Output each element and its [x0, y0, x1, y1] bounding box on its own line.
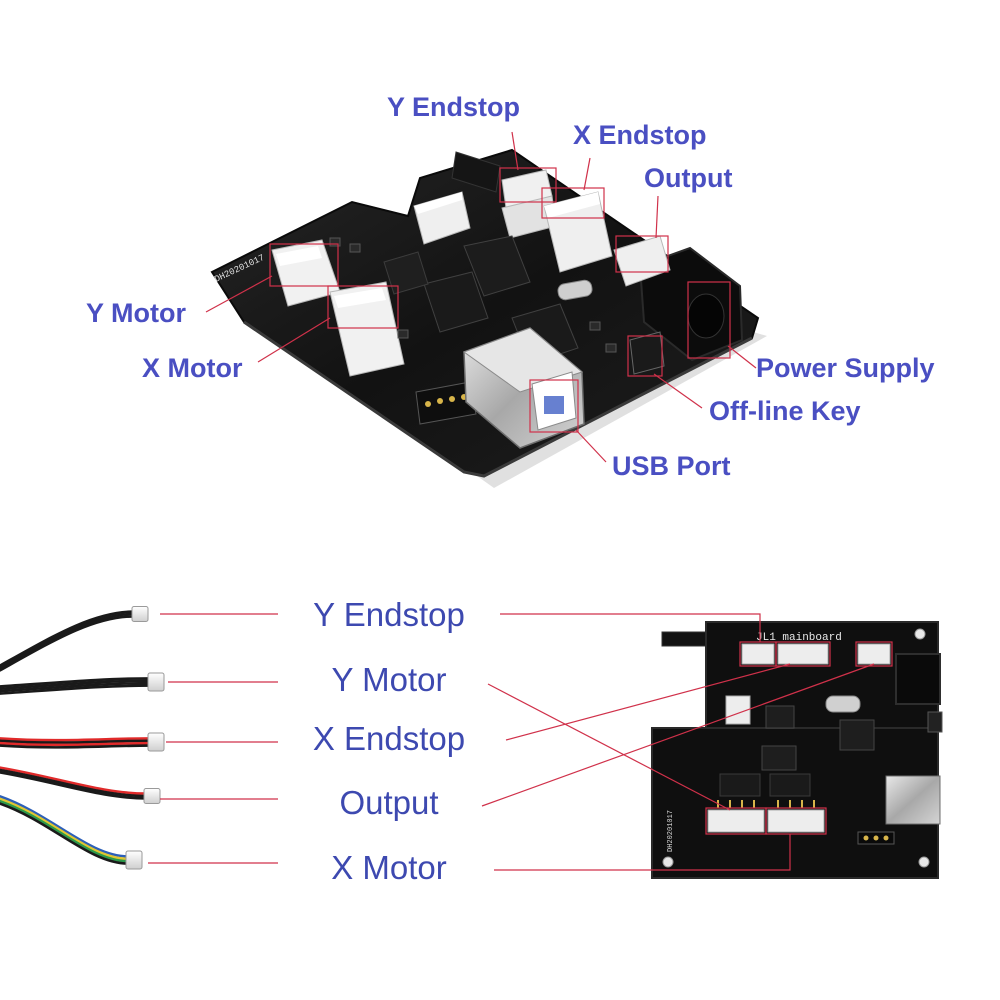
top-board: DH20201017: [210, 148, 767, 488]
highlight-power-supply: [687, 281, 731, 359]
bottom-label-x-motor: X Motor: [331, 849, 447, 886]
top-label-x-motor: X Motor: [142, 353, 243, 383]
cable-wire: [0, 766, 148, 795]
cable-wire: [0, 677, 152, 688]
top-label-output: Output: [644, 163, 733, 193]
top-connector-x-motor: [329, 281, 405, 377]
cable-wire: [0, 684, 152, 695]
highlight-y-endstop: [499, 167, 557, 203]
cable-plug-x-endstop: [147, 732, 165, 752]
cable-y-motor: [0, 672, 165, 695]
bhighlight-output: [855, 641, 893, 667]
top-connector-left: [413, 191, 471, 245]
cable-wire: [0, 741, 152, 747]
bottom-offline-key: [927, 711, 943, 733]
top-connector-y-endstop: [501, 169, 557, 239]
top-connector-x-endstop: [543, 191, 613, 273]
highlight-output: [615, 235, 669, 273]
highlight-offline-key: [627, 335, 663, 377]
bottom-connector-output: [857, 643, 891, 665]
bottom-label-x-endstop: X Endstop: [312, 720, 466, 757]
bottom-connector-y-motor: [707, 809, 765, 833]
cable-wire: [0, 799, 130, 863]
cable-wire: [0, 610, 136, 667]
top-label-power-supply: Power Supply: [756, 353, 935, 383]
top-label-offline-key: Off-line Key: [709, 396, 861, 426]
bottom-highlights: [705, 641, 893, 835]
top-label-y-motor: Y Motor: [86, 298, 186, 328]
cable-output: [0, 766, 161, 804]
top-board-tab: [451, 151, 501, 193]
top-pin-header: [415, 381, 477, 425]
cable-wire: [0, 744, 152, 749]
bottom-power-jack: [895, 653, 941, 705]
cable-x-motor: [0, 795, 143, 870]
cable-y-endstop: [0, 606, 149, 672]
top-offline-key: [629, 331, 665, 375]
cable-wire: [0, 737, 152, 742]
cable-wire: [0, 771, 148, 800]
cable-wire: [0, 795, 130, 858]
bhighlight-x-motor: [765, 807, 827, 835]
cable-wire: [0, 768, 148, 798]
bhighlight-x-endstop: [775, 641, 831, 667]
cable-group: [0, 606, 165, 870]
top-label-x-endstop: X Endstop: [573, 120, 707, 150]
bottom-label-y-motor: Y Motor: [331, 661, 447, 698]
bottom-usb-port: [885, 775, 941, 825]
top-label-y-endstop: Y Endstop: [387, 92, 521, 122]
board-leader-lines: [481, 613, 875, 871]
cable-plug-y-motor: [147, 672, 165, 692]
bottom-connector-y-endstop: [741, 643, 775, 665]
cable-wire: [0, 802, 130, 865]
bottom-label-y-endstop: Y Endstop: [313, 596, 465, 633]
highlight-usb-port: [529, 379, 579, 433]
cable-wire: [0, 679, 152, 691]
bottom-board: JL1 mainboard 20180902 DH20201017: [651, 621, 943, 879]
cable-plug-x-motor: [125, 850, 143, 870]
top-label-usb-port: USB Port: [612, 451, 731, 481]
bottom-connector-x-endstop: [777, 643, 829, 665]
cable-x-endstop: [0, 732, 165, 752]
cable-plug-y-endstop: [131, 606, 149, 622]
top-leader-lines: [205, 131, 757, 463]
cable-wire: [0, 739, 152, 744]
top-highlights: [269, 167, 731, 433]
top-connector-y-motor: [271, 239, 341, 307]
bottom-board-id: DH20201017: [667, 810, 675, 852]
highlight-x-endstop: [541, 187, 605, 219]
top-usb-port: [462, 327, 585, 449]
cable-leader-lines: [148, 613, 278, 864]
cable-wire: [0, 681, 152, 693]
cable-wire: [0, 797, 130, 861]
highlight-y-motor: [269, 243, 339, 287]
bottom-connector-x-motor: [767, 809, 825, 833]
cable-wire: [0, 615, 136, 672]
bottom-label-output: Output: [339, 784, 439, 821]
bottom-board-title: JL1 mainboard: [756, 632, 842, 644]
highlight-x-motor: [327, 285, 399, 329]
cable-wire: [0, 612, 136, 670]
top-connector-output: [613, 235, 671, 287]
cable-plug-output: [143, 788, 161, 804]
